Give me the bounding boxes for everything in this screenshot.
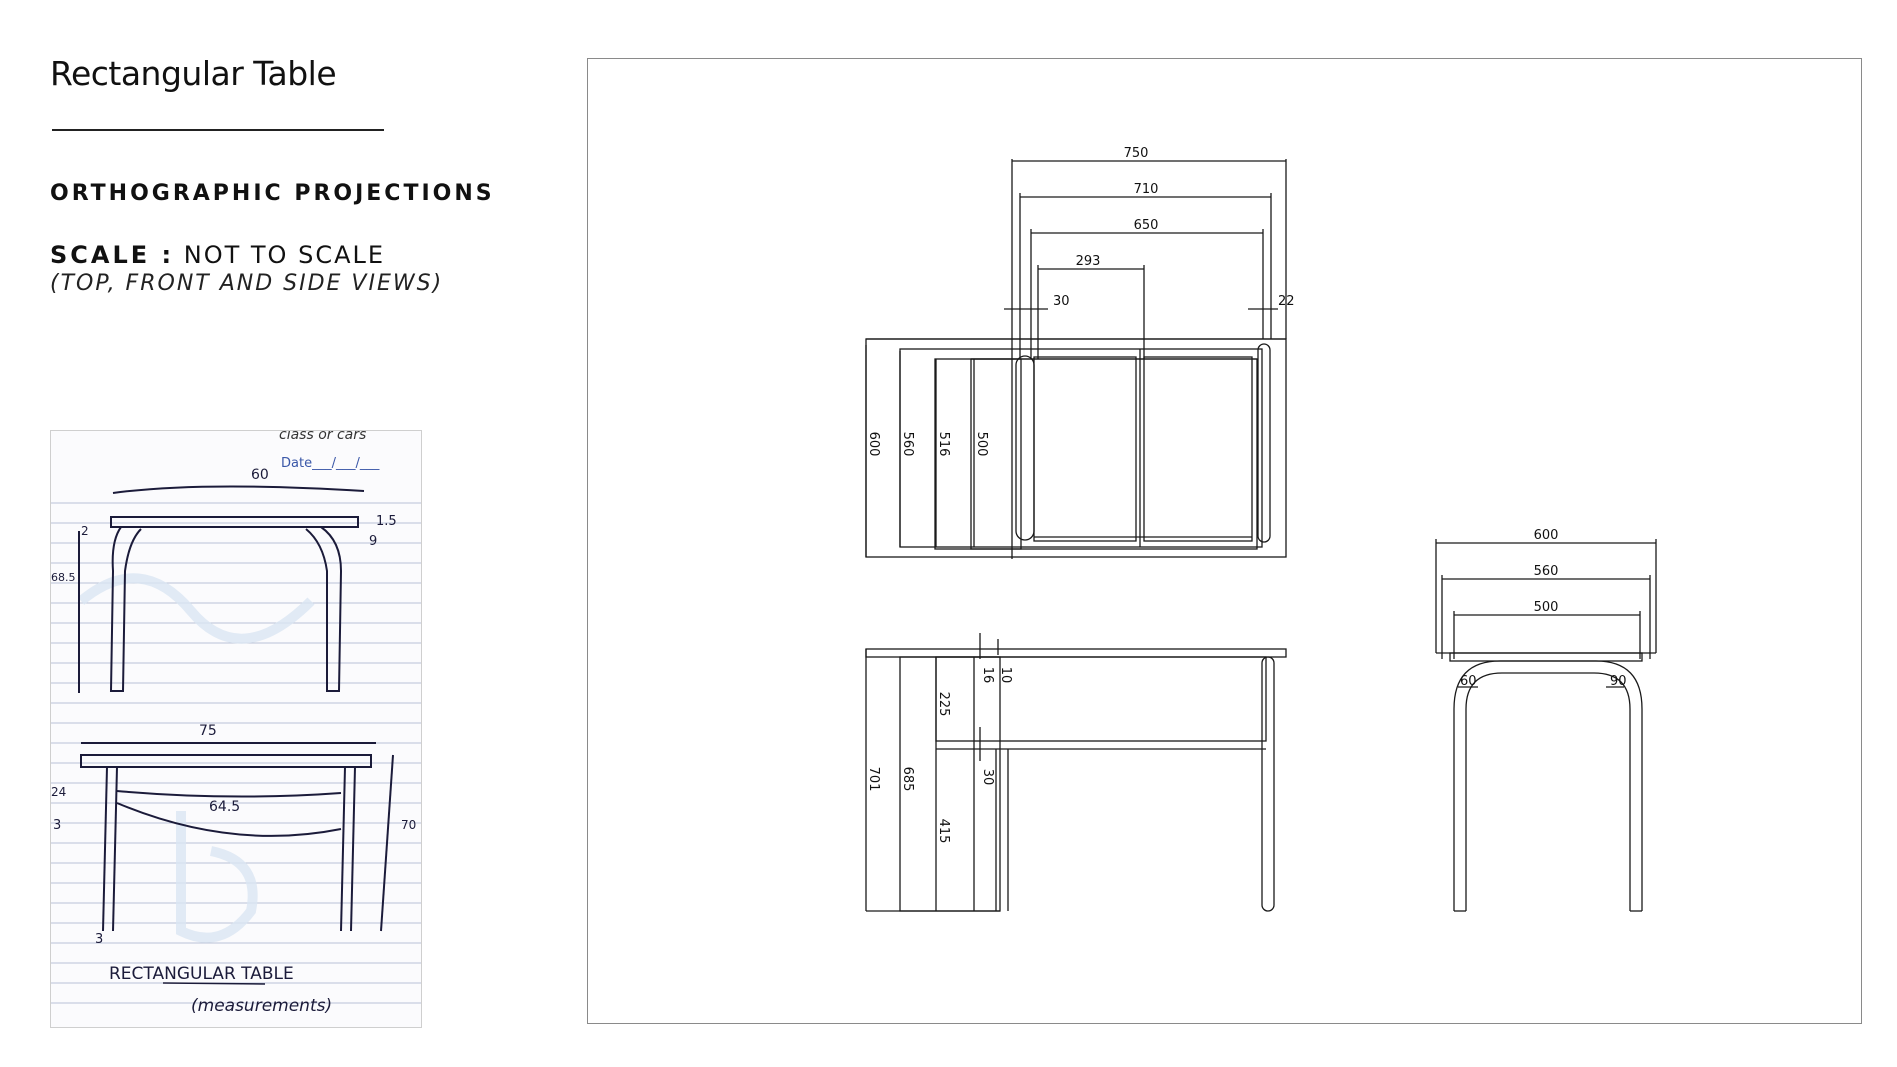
front-view — [865, 633, 1287, 912]
sketch-dim-2: 2 — [81, 524, 89, 538]
page-title: Rectangular Table — [50, 54, 337, 93]
dim-650: 650 — [1134, 218, 1159, 233]
dim-16: 16 — [980, 667, 995, 684]
dim-500-top: 500 — [974, 432, 989, 457]
scale-line: SCALE : NOT TO SCALE — [50, 241, 385, 269]
scale-label: SCALE : — [50, 241, 175, 269]
dim-30-front: 30 — [980, 769, 995, 786]
dim-600-side: 600 — [1534, 528, 1559, 543]
dim-415: 415 — [936, 819, 951, 844]
title-divider — [52, 129, 384, 131]
sketch-dim-3-left: 3 — [53, 818, 61, 833]
sketch-dim-60: 60 — [251, 467, 269, 483]
front-view-dimensions: 701 685 225 415 16 10 30 — [866, 667, 1013, 844]
dim-701: 701 — [866, 767, 881, 792]
sketch-dim-3-bottom: 3 — [95, 932, 103, 947]
sketch-dim-1-5: 1.5 — [376, 514, 397, 529]
dim-750: 750 — [1124, 146, 1149, 161]
info-panel: Rectangular Table ORTHOGRAPHIC PROJECTIO… — [0, 0, 560, 1067]
sketch-dim-64-5: 64.5 — [209, 799, 240, 815]
dim-10: 10 — [998, 667, 1013, 684]
sketch-dim-70: 70 — [401, 818, 416, 832]
sketch-dim-68-5: 68.5 — [51, 571, 76, 584]
sketch-caption: RECTANGULAR TABLE — [109, 964, 294, 984]
top-view-dimensions: 750 710 650 293 30 22 600 560 516 500 — [866, 146, 1295, 456]
sketch-caption-sub: (measurements) — [191, 996, 332, 1016]
faint-watermark — [77, 573, 315, 943]
dim-225: 225 — [936, 692, 951, 717]
dim-560-side: 560 — [1534, 564, 1559, 579]
side-view — [1435, 539, 1657, 912]
sketch-top-text: class or cars — [279, 431, 366, 443]
dim-560-top: 560 — [900, 432, 915, 457]
sketch-dim-9: 9 — [369, 534, 377, 549]
sketch-dim-24: 24 — [51, 785, 66, 799]
dim-90-radius: 90 — [1610, 674, 1627, 689]
side-view-dimensions: 600 560 500 60 90 — [1460, 528, 1627, 689]
dim-600-top: 600 — [866, 432, 881, 457]
hand-sketch-image: class or cars Date___/___/___ 60 2 1.5 9… — [50, 430, 422, 1028]
dim-293: 293 — [1076, 254, 1101, 269]
sketch-date-label: Date___/___/___ — [281, 456, 380, 471]
top-view — [865, 159, 1287, 559]
views-note: (TOP, FRONT AND SIDE VIEWS) — [50, 271, 444, 296]
sketch-side-elevation — [78, 485, 365, 693]
dim-516: 516 — [936, 432, 951, 457]
dim-22: 22 — [1278, 294, 1295, 309]
dim-500-side: 500 — [1534, 600, 1559, 615]
cad-drawing: 750 710 650 293 30 22 600 560 516 500 — [865, 146, 1657, 912]
caption-underline — [162, 982, 266, 985]
dim-710: 710 — [1134, 182, 1159, 197]
hand-sketch-svg: class or cars Date___/___/___ 60 2 1.5 9… — [51, 431, 421, 1016]
dim-60-radius: 60 — [1460, 674, 1477, 689]
sketch-dim-75: 75 — [199, 723, 217, 739]
sketch-front-elevation — [80, 742, 394, 932]
dim-30-top: 30 — [1053, 294, 1070, 309]
section-subtitle: ORTHOGRAPHIC PROJECTIONS — [50, 181, 495, 206]
cad-drawing-frame: 750 710 650 293 30 22 600 560 516 500 — [587, 58, 1862, 1024]
scale-value: NOT TO SCALE — [183, 241, 386, 269]
dim-685: 685 — [900, 767, 915, 792]
